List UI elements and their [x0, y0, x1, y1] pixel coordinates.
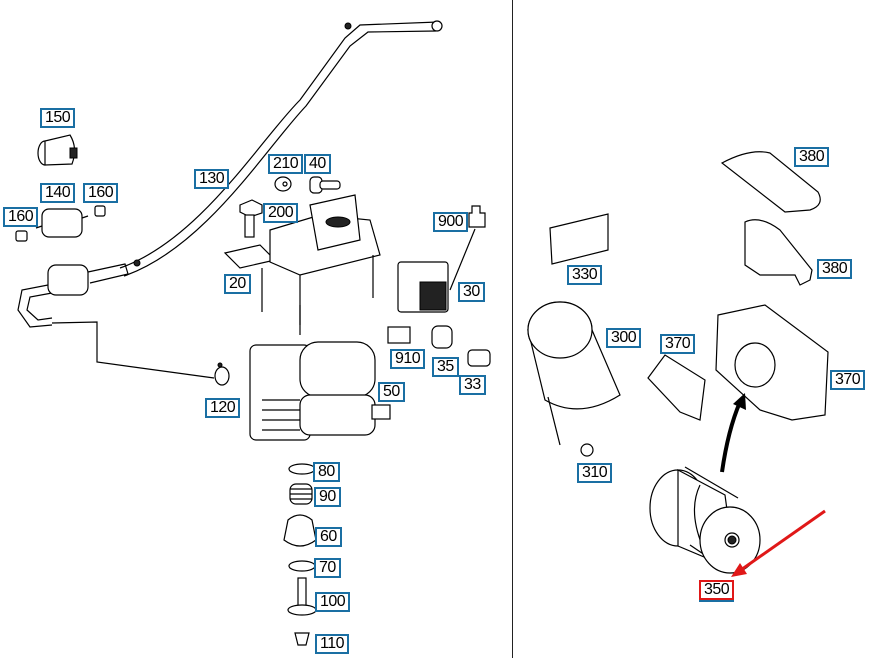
label-40[interactable]: 40 — [304, 154, 331, 174]
label-120[interactable]: 120 — [205, 398, 241, 418]
cover-380-top — [720, 151, 821, 213]
housing-370 — [715, 304, 829, 421]
air-hose-130 — [119, 20, 443, 277]
part-160-nut — [15, 205, 106, 242]
clamp-120 — [214, 362, 230, 386]
label-200[interactable]: 200 — [263, 203, 299, 223]
filter-300 — [527, 301, 621, 446]
label-350-highlighted[interactable]: 350 — [699, 580, 735, 600]
label-160-left[interactable]: 160 — [3, 207, 39, 227]
bolt-40 — [309, 176, 341, 194]
panel-divider — [512, 0, 513, 658]
label-140[interactable]: 140 — [40, 183, 76, 203]
pad-330 — [549, 213, 609, 265]
fitting-35 — [431, 325, 453, 349]
label-380-lower[interactable]: 380 — [817, 259, 853, 279]
label-300[interactable]: 300 — [606, 328, 642, 348]
nut-310 — [580, 443, 594, 457]
pin-100 — [287, 577, 317, 616]
connector-900 — [449, 205, 486, 291]
label-370-housing[interactable]: 370 — [830, 370, 866, 390]
rubber-mount-60 — [283, 514, 317, 547]
label-370-small[interactable]: 370 — [660, 334, 696, 354]
bracket-370-small — [647, 354, 706, 421]
washer-80 — [288, 463, 316, 475]
label-100[interactable]: 100 — [315, 592, 351, 612]
label-210[interactable]: 210 — [268, 154, 304, 174]
compressor-50 — [249, 305, 391, 441]
part-150-filter-housing — [37, 134, 78, 166]
label-33[interactable]: 33 — [459, 375, 486, 395]
label-70[interactable]: 70 — [314, 558, 341, 578]
label-380-top[interactable]: 380 — [794, 147, 830, 167]
cover-380-lower — [744, 219, 813, 286]
washer-70 — [288, 560, 316, 572]
part-140-inline-filter — [35, 208, 89, 238]
washer-210 — [274, 176, 292, 192]
spring-90 — [289, 483, 313, 505]
valve-block-30 — [397, 261, 449, 313]
fitting-33 — [467, 349, 491, 367]
label-60[interactable]: 60 — [315, 527, 342, 547]
insert-910 — [387, 326, 411, 344]
label-310[interactable]: 310 — [577, 463, 613, 483]
label-110[interactable]: 110 — [315, 634, 350, 654]
highlight-arrow — [731, 509, 826, 577]
label-330[interactable]: 330 — [567, 265, 603, 285]
label-90[interactable]: 90 — [314, 487, 341, 507]
intake-filter-assembly — [17, 259, 215, 379]
filter-element-350 — [649, 466, 761, 574]
label-80[interactable]: 80 — [313, 462, 340, 482]
bolt-200 — [239, 199, 263, 238]
label-160-right[interactable]: 160 — [83, 183, 119, 203]
label-50[interactable]: 50 — [378, 382, 405, 402]
label-150[interactable]: 150 — [40, 108, 76, 128]
cap-110 — [294, 632, 310, 646]
insert-arrow — [720, 393, 746, 473]
bracket-20 — [223, 194, 381, 325]
label-35[interactable]: 35 — [432, 357, 459, 377]
label-910[interactable]: 910 — [390, 349, 426, 369]
label-130[interactable]: 130 — [194, 169, 230, 189]
label-30[interactable]: 30 — [458, 282, 485, 302]
label-20[interactable]: 20 — [224, 274, 251, 294]
label-900[interactable]: 900 — [433, 212, 469, 232]
